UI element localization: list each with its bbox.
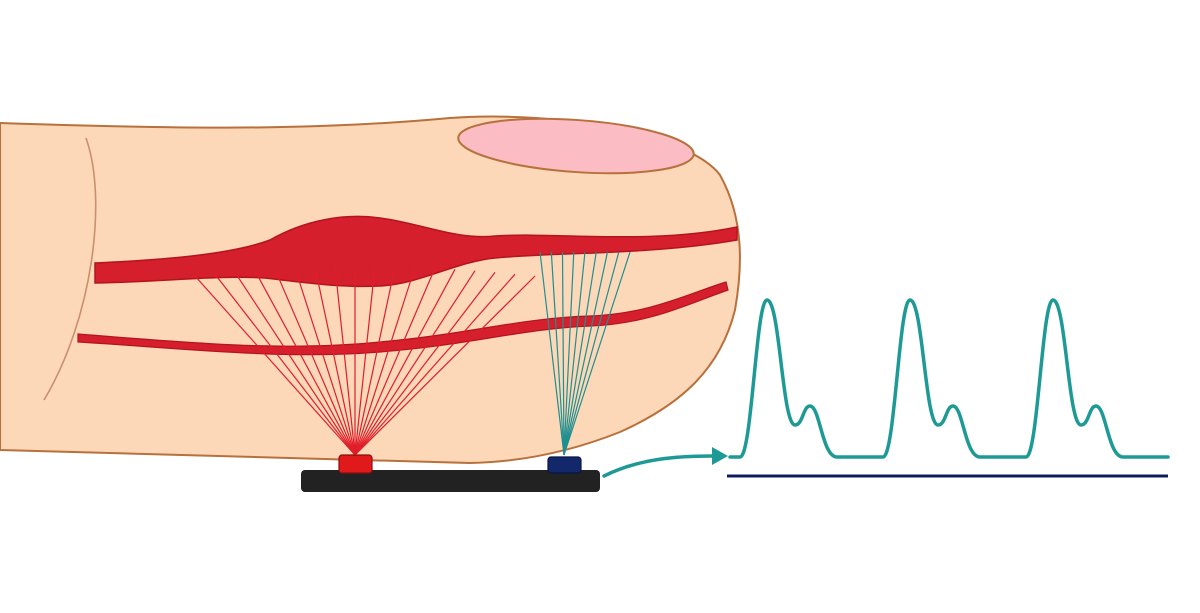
reflected-light-ray bbox=[563, 251, 620, 456]
emitted-light-ray bbox=[234, 272, 356, 456]
emitted-light-ray bbox=[214, 273, 356, 456]
emitted-light-ray bbox=[194, 275, 356, 456]
emitted-light-ray bbox=[354, 275, 536, 456]
sensor-board-icon bbox=[301, 470, 600, 492]
fingernail bbox=[457, 117, 695, 175]
emitted-light-ray bbox=[354, 273, 516, 456]
ppg-signal-line bbox=[728, 298, 1170, 459]
reflected-light-rays bbox=[539, 251, 631, 456]
reflected-light-ray bbox=[563, 251, 631, 456]
emitted-light-ray bbox=[254, 270, 356, 456]
emitted-light-ray bbox=[294, 267, 356, 456]
reflected-light-ray bbox=[563, 251, 575, 456]
emitted-light-ray bbox=[274, 269, 356, 456]
signal-arrow bbox=[602, 447, 728, 478]
reflected-light-ray bbox=[550, 251, 565, 456]
emitted-light-ray bbox=[354, 265, 376, 456]
arrow-right-icon bbox=[712, 447, 728, 465]
emitted-light-ray bbox=[354, 266, 416, 456]
red-led-icon bbox=[338, 454, 373, 474]
ppg-waveform bbox=[727, 298, 1170, 478]
arrow-shaft bbox=[602, 454, 714, 478]
reflected-light-ray bbox=[561, 251, 565, 456]
emitted-light-ray bbox=[354, 269, 456, 456]
emitted-light-ray bbox=[354, 267, 436, 456]
photodetector-icon bbox=[547, 456, 582, 474]
emitted-light-rays bbox=[194, 265, 536, 456]
emitted-light-ray bbox=[354, 270, 476, 456]
reflected-light-ray bbox=[539, 251, 565, 456]
reflected-light-ray bbox=[563, 251, 586, 456]
knuckle-crease bbox=[43, 137, 97, 401]
finger bbox=[0, 115, 741, 465]
emitted-light-ray bbox=[354, 272, 496, 456]
emitted-light-ray bbox=[314, 266, 356, 456]
upper-artery bbox=[94, 215, 738, 288]
reflected-light-ray bbox=[563, 251, 609, 456]
sensor bbox=[301, 454, 600, 492]
emitted-light-ray bbox=[354, 266, 396, 456]
reflected-light-ray bbox=[563, 251, 597, 456]
emitted-light-ray bbox=[334, 266, 356, 456]
